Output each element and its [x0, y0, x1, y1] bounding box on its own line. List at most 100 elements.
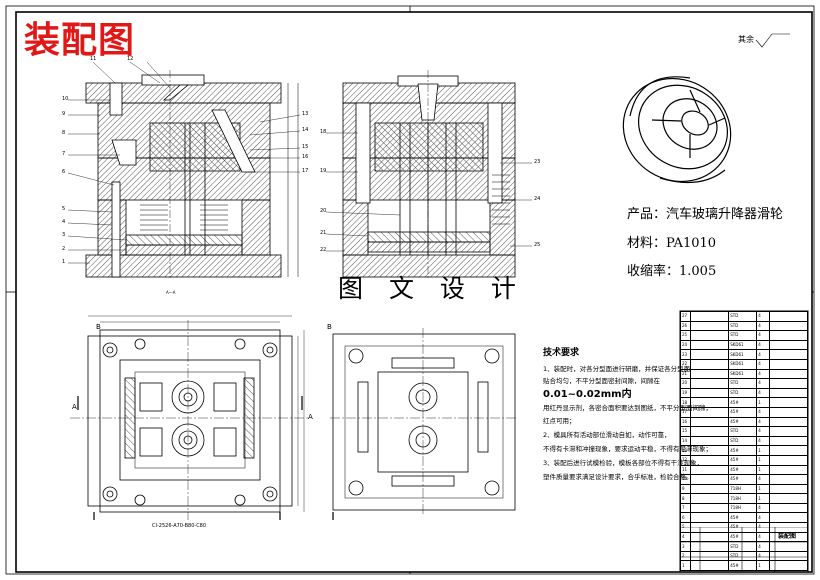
bom-cell — [768, 454, 809, 466]
bom-cell: 12 — [679, 454, 692, 466]
bom-cell — [690, 426, 730, 437]
bom-cell: STD — [728, 378, 758, 389]
part-number: 15 — [302, 144, 309, 150]
bom-cell: 27 — [679, 311, 692, 322]
bom-cell: 14 — [679, 435, 692, 447]
tech-req-line: 贴合均匀，不平分型面密封间隙，间隙在 — [543, 377, 660, 385]
part-number: 9 — [62, 111, 66, 117]
view-mark-b-right: B — [327, 323, 332, 331]
bom-cell: SKD61 — [728, 349, 758, 360]
tech-req-line: 2、模具所有活动部位滑动自如，动作可靠， — [543, 431, 671, 439]
bom-cell: 1 — [756, 483, 770, 495]
bom-cell: 26 — [679, 320, 692, 332]
bom-cell: 718H — [728, 493, 758, 504]
bom-cell: 4 — [756, 512, 770, 524]
bom-cell: 1 — [756, 445, 770, 456]
bom-cell: 4 — [756, 349, 770, 360]
bom-cell — [768, 320, 809, 332]
bom-cell: 25 — [679, 330, 692, 341]
bom-cell: STD — [728, 435, 758, 447]
part-number: 12 — [127, 56, 134, 62]
tech-req-line: 0.01~0.02mm内 — [543, 389, 632, 400]
part-number: 14 — [302, 127, 309, 133]
view-mark-a-left: A — [72, 403, 77, 411]
drawing-title: 装配图 — [24, 19, 136, 61]
bom-cell: 11 — [679, 464, 692, 476]
bom-cell — [690, 512, 730, 524]
bom-cell: 1 — [679, 560, 692, 572]
bom-cell: 718H — [728, 483, 758, 495]
bom-cell — [690, 378, 730, 389]
bom-cell — [690, 330, 730, 341]
bom-cell: SKD61 — [728, 358, 758, 370]
part-number: 10 — [62, 96, 69, 102]
bom-cell: 4 — [756, 416, 770, 428]
bom-cell: 45# — [728, 445, 758, 456]
bom-cell — [690, 349, 730, 360]
plan-view-left — [70, 315, 310, 520]
part-number: 19 — [320, 168, 327, 174]
bom-cell: 4 — [756, 368, 770, 380]
part-number: 3 — [62, 232, 66, 238]
bom-cell — [690, 493, 730, 504]
title-block-grid — [680, 527, 808, 572]
bom-cell: 1 — [756, 464, 770, 476]
bom-cell: 4 — [756, 406, 770, 418]
bom-cell — [768, 502, 809, 514]
bom-cell: SKD61 — [728, 368, 758, 380]
leaders-left-section — [67, 61, 301, 277]
bom-cell — [690, 387, 730, 399]
part-number: 21 — [320, 230, 327, 236]
bom-cell: STD — [728, 311, 758, 322]
sheet-border — [5, 5, 815, 575]
bom-cell: 1 — [756, 493, 770, 504]
bom-cell: 4 — [756, 387, 770, 399]
bom-cell — [768, 426, 809, 437]
part-number: 6 — [62, 169, 66, 175]
bom-cell — [768, 416, 809, 428]
title-block: 装配图 — [680, 527, 808, 572]
bom-cell: 4 — [756, 435, 770, 447]
roughness-label: 其余 — [738, 35, 754, 44]
bom-cell: 19 — [679, 387, 692, 399]
bom-cell — [768, 464, 809, 476]
bom-cell — [768, 368, 809, 380]
part-number: 24 — [534, 196, 541, 202]
part-number: 20 — [320, 208, 327, 214]
bom-cell — [768, 406, 809, 418]
tech-req-line: 不得有卡滞和冲撞现象，要求运动平稳，不得有阻滞现象； — [543, 445, 712, 453]
bom-cell: 9 — [679, 483, 692, 495]
bom-cell: 7 — [679, 502, 692, 514]
part-number: 5 — [62, 206, 66, 212]
bom-cell — [768, 493, 809, 504]
bom-cell — [768, 339, 809, 351]
view-mark-b-left: B — [96, 323, 101, 331]
bom-cell — [768, 358, 809, 370]
bom-cell: STD — [728, 330, 758, 341]
product-line: 产品：汽车玻璃升降器滑轮 — [627, 207, 784, 222]
part-number: 22 — [320, 247, 327, 253]
bom-cell: 24 — [679, 339, 692, 351]
design-label: 图 文 设 计 — [338, 274, 525, 303]
bom-cell: 4 — [756, 311, 770, 322]
bom-cell — [768, 474, 809, 485]
bom-cell: 1 — [756, 397, 770, 408]
bom-cell — [768, 445, 809, 456]
bom-cell: 4 — [756, 378, 770, 389]
